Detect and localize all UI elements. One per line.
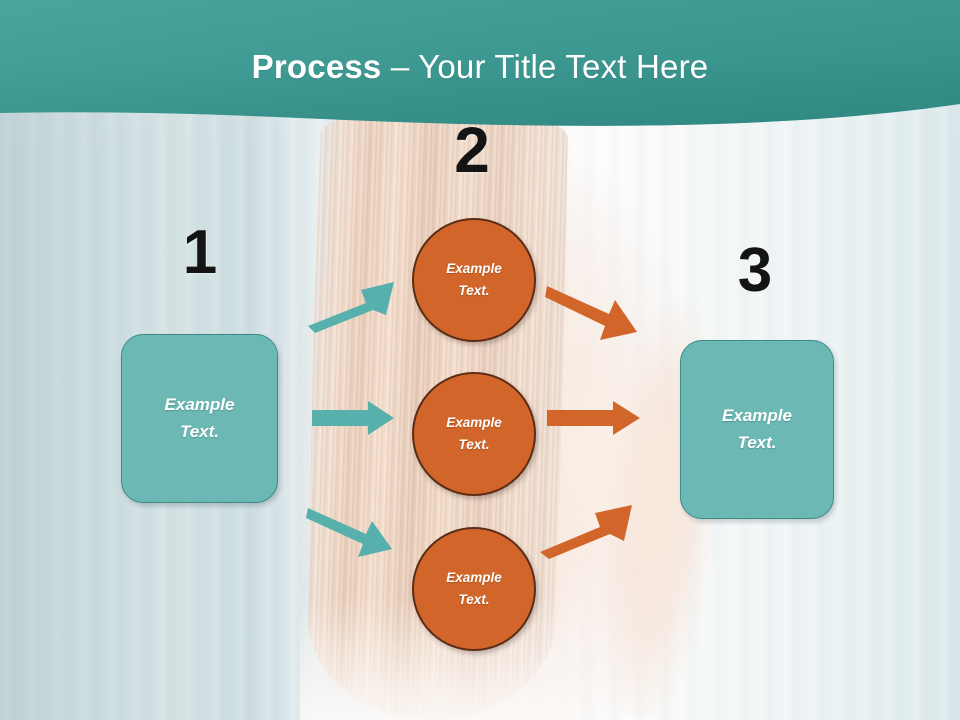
step-number-2: 2 xyxy=(454,114,490,186)
page-title: Process – Your Title Text Here xyxy=(0,48,960,86)
stage3-box[interactable]: Example Text. xyxy=(680,340,834,519)
header-banner xyxy=(0,0,960,135)
stage2-circle-3-label: Example Text. xyxy=(446,567,502,610)
page-title-strong: Process xyxy=(251,48,382,85)
page-title-rest: – Your Title Text Here xyxy=(381,48,709,85)
stage2-circle-3-label-line1: Example xyxy=(446,570,502,586)
stage3-box-label: Example Text. xyxy=(722,403,792,456)
stage1-box[interactable]: Example Text. xyxy=(121,334,278,503)
stage2-circle-1-label-line1: Example xyxy=(446,261,502,277)
teal-arrow-down-icon xyxy=(306,502,398,564)
stage3-box-label-line1: Example xyxy=(722,406,792,426)
step-number-3: 3 xyxy=(737,236,773,305)
stage3-box-label-line2: Text. xyxy=(737,432,777,452)
stage1-box-label: Example Text. xyxy=(165,392,235,445)
stage2-circle-3-label-line2: Text. xyxy=(458,592,490,607)
stage2-circle-1-label-line2: Text. xyxy=(458,283,490,298)
orange-arrow-right-icon xyxy=(545,400,643,436)
teal-arrow-up-icon xyxy=(306,276,398,336)
stage2-circle-3[interactable]: Example Text. xyxy=(412,527,536,651)
step-number-1: 1 xyxy=(182,218,218,287)
stage2-circle-1-label: Example Text. xyxy=(446,258,502,301)
stage2-circle-2-label: Example Text. xyxy=(446,412,502,455)
stage2-circle-1[interactable]: Example Text. xyxy=(412,218,536,342)
stage1-box-label-line1: Example xyxy=(164,395,235,415)
orange-arrow-down-icon xyxy=(545,282,645,346)
stage1-box-label-line2: Text. xyxy=(179,421,220,441)
header-wave-overlay xyxy=(0,0,960,126)
stage2-circle-2-label-line2: Text. xyxy=(458,437,490,452)
stage2-circle-2-label-line1: Example xyxy=(446,415,502,431)
stage2-circle-2[interactable]: Example Text. xyxy=(412,372,536,496)
orange-arrow-up-icon xyxy=(538,500,638,562)
teal-arrow-right-icon xyxy=(310,400,396,436)
